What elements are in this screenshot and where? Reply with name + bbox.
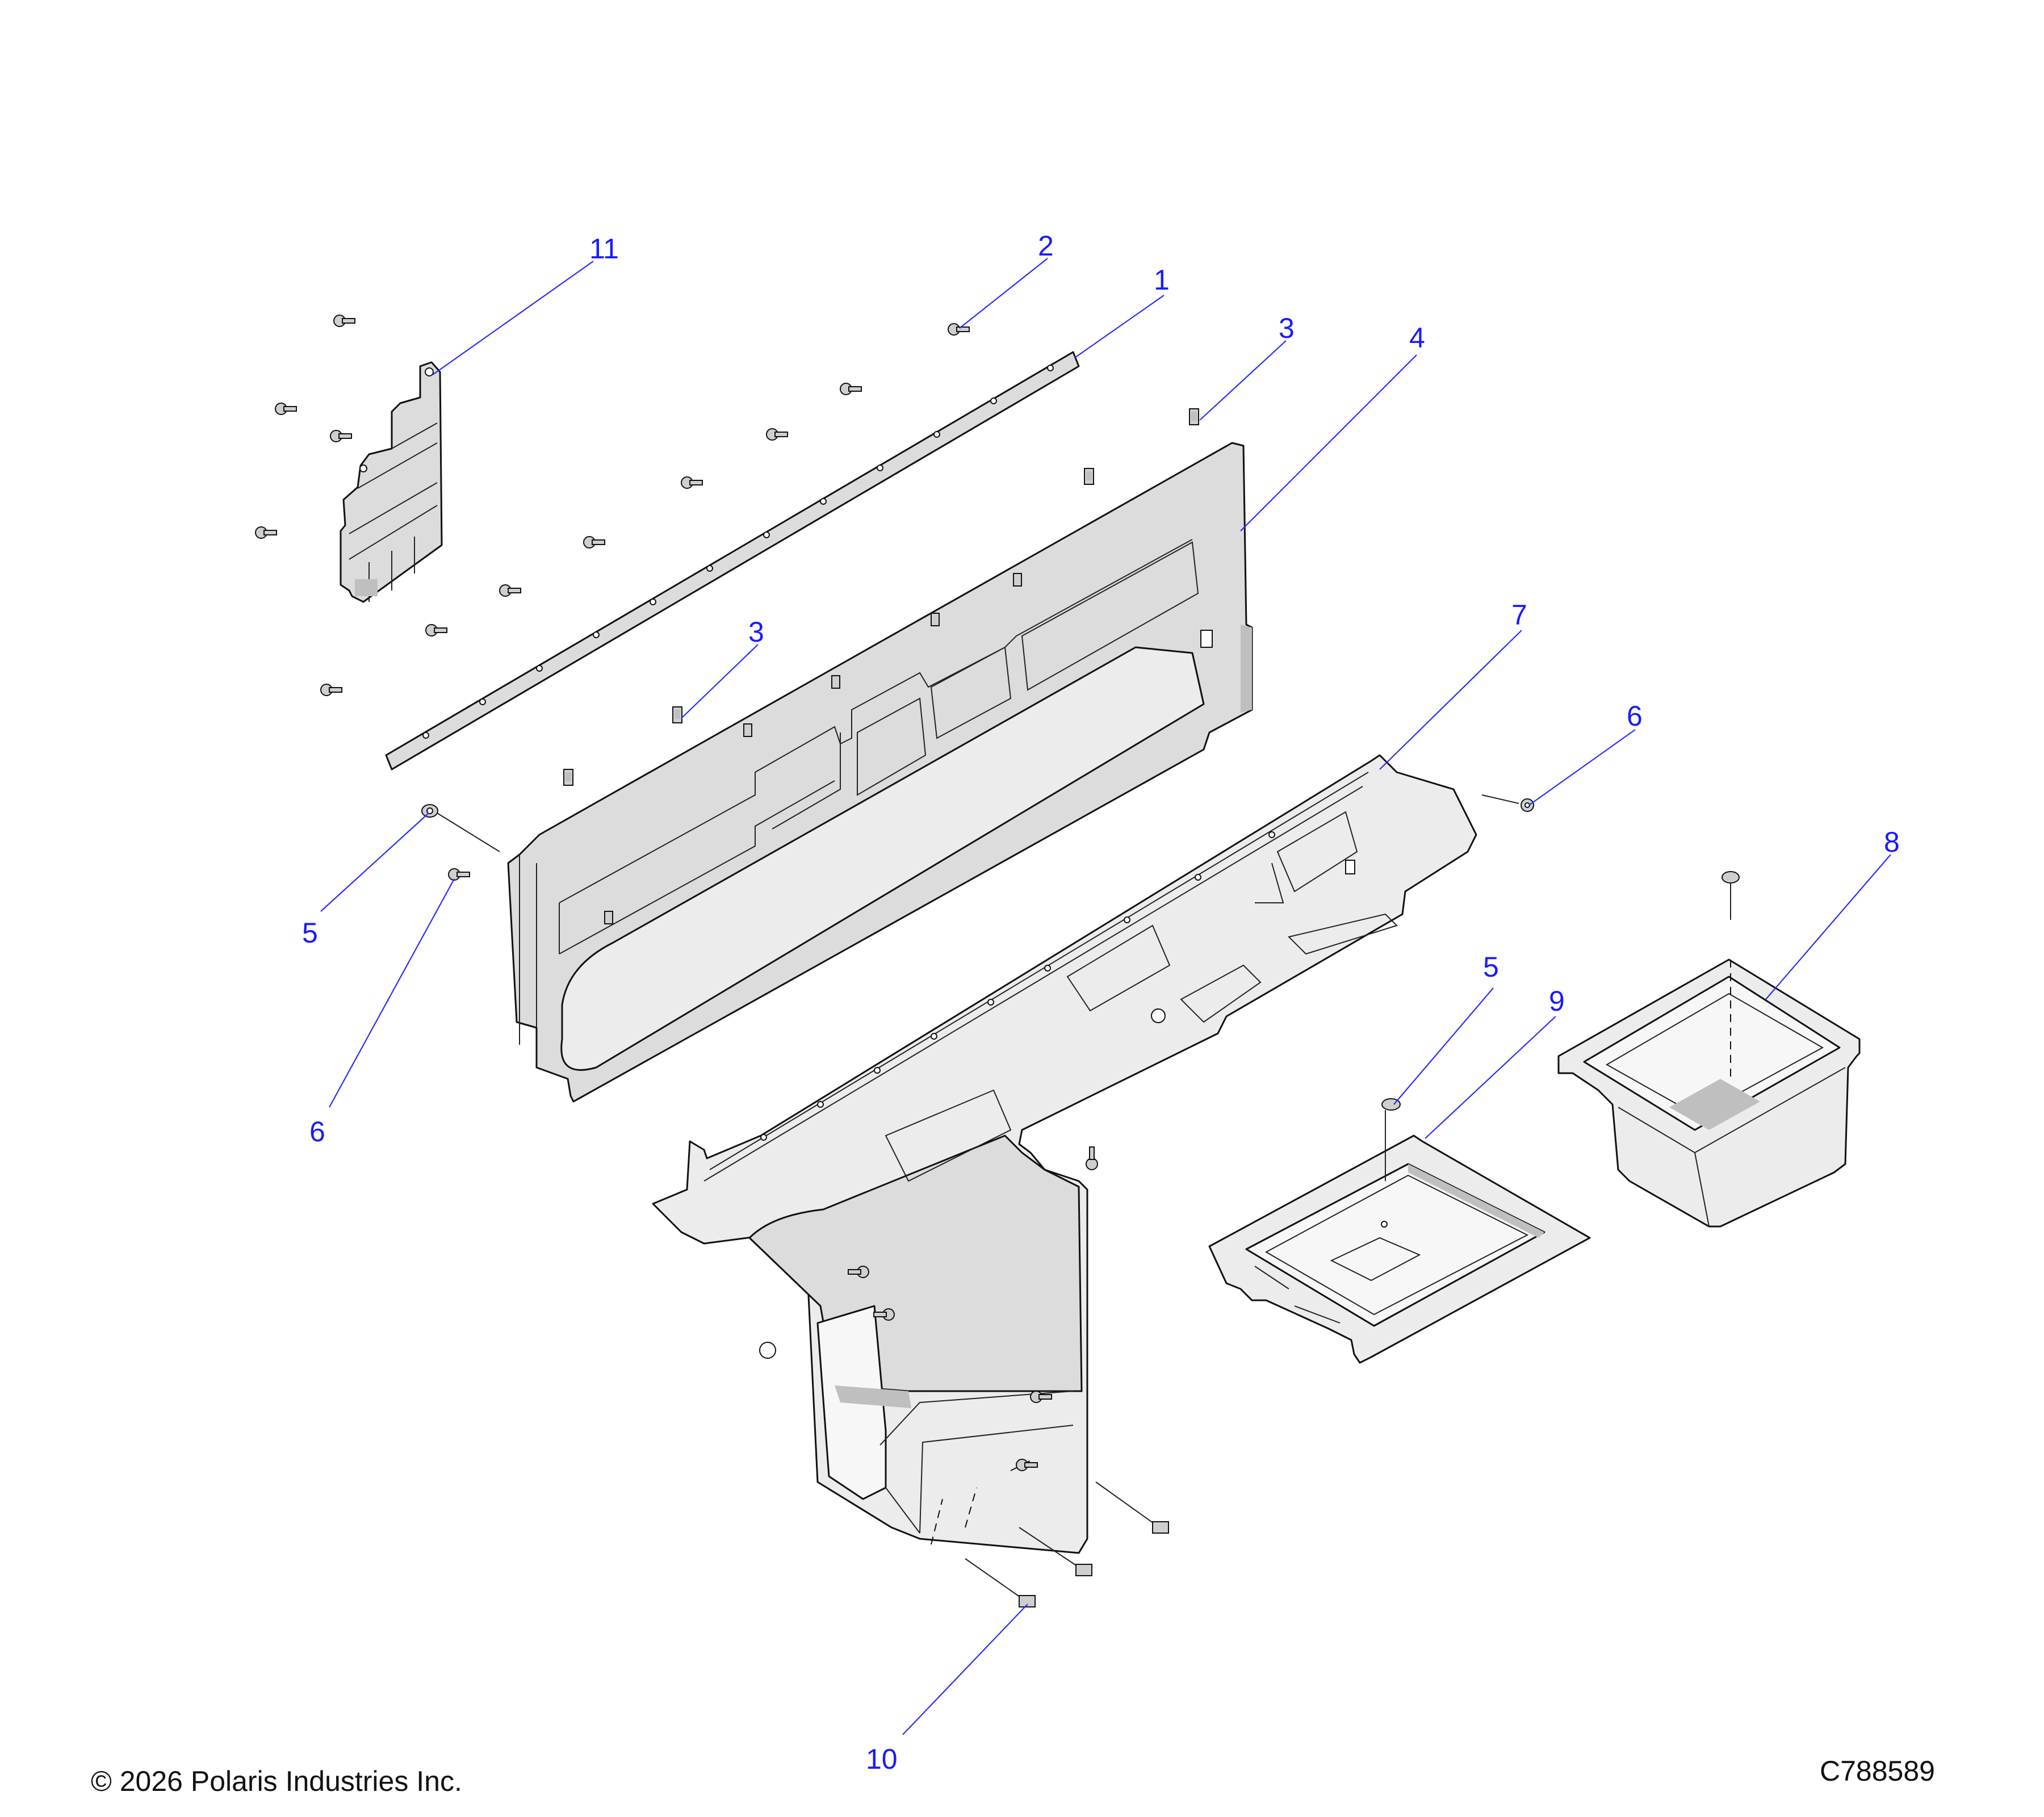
callout-6b: 6 xyxy=(1627,700,1643,732)
callout-5a: 5 xyxy=(302,917,318,949)
leader-3a xyxy=(1199,340,1287,421)
clip-nut xyxy=(1152,1521,1169,1534)
screw-fastener xyxy=(499,584,521,597)
callout-3b: 3 xyxy=(748,616,764,648)
copyright-notice: © 2026 Polaris Industries Inc. xyxy=(91,1765,462,1797)
part-8-storage-bin xyxy=(1557,871,1861,1228)
leader-5a xyxy=(320,813,429,912)
clip-nut xyxy=(1075,1564,1092,1576)
screw-fastener xyxy=(681,476,703,489)
panel-clip-slots xyxy=(604,573,1022,924)
screw-fastener xyxy=(448,868,470,881)
part-9-tray xyxy=(1208,1134,1591,1364)
screw-fastener xyxy=(425,624,447,637)
tub-edge-holes xyxy=(760,831,1275,1141)
strip-holes xyxy=(422,365,1054,739)
callout-3a: 3 xyxy=(1279,312,1295,344)
screw-fastener xyxy=(320,684,342,696)
part-5-push-rivet-left xyxy=(421,804,500,852)
leader-5b xyxy=(1393,987,1494,1105)
part-3-clip xyxy=(1084,468,1094,485)
part-1-trim-strip xyxy=(385,351,1080,771)
clip-nut xyxy=(1019,1595,1036,1607)
tub-screws xyxy=(848,1146,1098,1471)
screw-fastener xyxy=(333,315,355,327)
screw-fasteners-group-left xyxy=(255,315,970,881)
screw-fastener xyxy=(275,403,297,415)
callout-5b: 5 xyxy=(1483,951,1499,983)
screw-fastener xyxy=(330,430,352,442)
part-3-clip xyxy=(672,706,682,723)
screw-fastener xyxy=(948,323,970,336)
part-7-floor-tub xyxy=(652,754,1477,1554)
part-3-clip xyxy=(1189,408,1199,425)
leader-3b xyxy=(681,644,759,719)
callout-4: 4 xyxy=(1409,322,1425,354)
leader-7 xyxy=(1379,630,1522,770)
part-3-clip xyxy=(563,769,573,786)
leader-10 xyxy=(902,1604,1028,1735)
drawing-number: C788589 xyxy=(1820,1755,1935,1787)
leader-4 xyxy=(1240,354,1417,531)
callout-1: 1 xyxy=(1154,264,1170,296)
leader-6b xyxy=(1528,729,1636,806)
callout-7: 7 xyxy=(1511,599,1527,631)
leader-8 xyxy=(1765,854,1891,1000)
part-4-rear-panel xyxy=(507,442,1253,1103)
screw-fastener xyxy=(255,526,277,539)
callout-9: 9 xyxy=(1549,985,1565,1017)
callout-8: 8 xyxy=(1884,826,1900,858)
callout-10: 10 xyxy=(866,1743,898,1775)
leader-11 xyxy=(432,261,594,375)
part-6-push-nut-right xyxy=(1481,794,1534,812)
part-10-clip-nuts xyxy=(965,1481,1169,1607)
callout-6a: 6 xyxy=(309,1116,325,1148)
leader-6a xyxy=(329,878,455,1108)
part-11-side-bracket xyxy=(340,361,443,603)
screw-fastener xyxy=(583,536,605,549)
leader-9 xyxy=(1425,1016,1556,1139)
leader-lines xyxy=(320,258,1891,1735)
callout-2: 2 xyxy=(1038,230,1054,262)
callout-11: 11 xyxy=(589,233,619,265)
callout-labels: 11 2 1 3 4 3 7 6 8 5 5 9 6 10 xyxy=(302,230,1900,1775)
leader-2 xyxy=(959,258,1048,329)
leader-1 xyxy=(1074,295,1165,358)
screw-fastener xyxy=(766,428,788,441)
screw-fastener xyxy=(840,383,862,395)
